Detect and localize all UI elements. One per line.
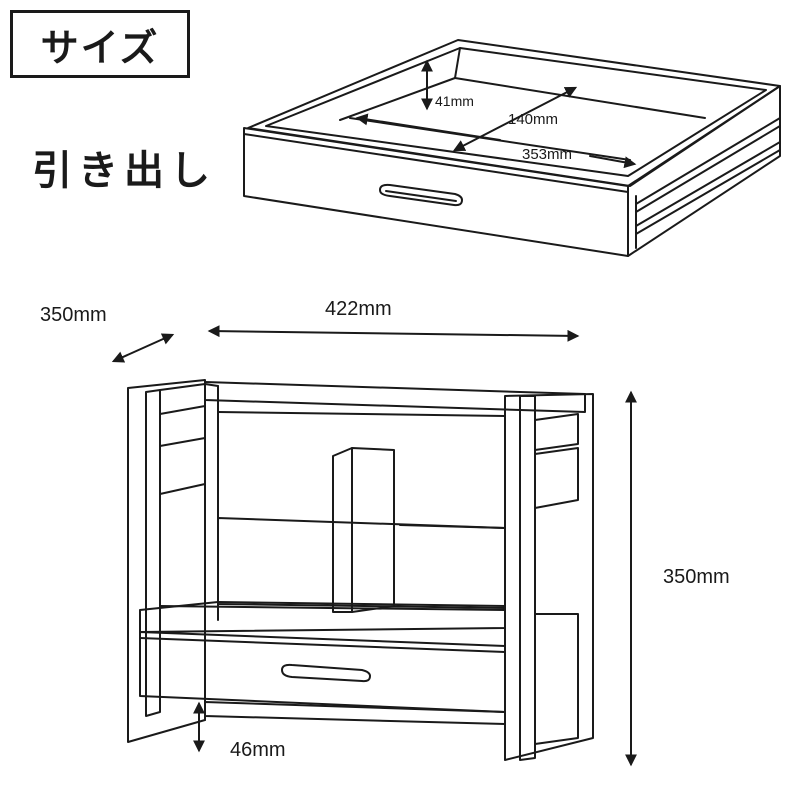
shelf-back-board-top [399, 524, 506, 529]
shelf-left-post [145, 389, 161, 717]
drawer-rail-bottom [635, 141, 781, 227]
shelf-divider [332, 447, 395, 613]
drawer-handle-groove [385, 190, 457, 202]
shelf-right-slat-1 [534, 413, 579, 451]
shelf-width-arrow [207, 325, 580, 342]
drawer-width-arrow-left [355, 113, 501, 141]
shelf-right-lower-panel [534, 613, 579, 745]
shelf-dimension-arrows [111, 325, 637, 767]
drawer-width-arrow-right [589, 155, 637, 169]
shelf-height-label: 350mm [663, 566, 730, 588]
shelf-drawer-handle [281, 663, 371, 683]
shelf-surface [139, 601, 506, 633]
drawer-height-label: 41mm [435, 93, 474, 109]
drawer-section-label: 引き出し [32, 148, 216, 194]
drawer-depth-arrow [452, 86, 578, 152]
drawer-depth-label: 140mm [508, 111, 558, 128]
shelf-back-top-line [217, 411, 506, 417]
drawer-rail-top-2 [635, 125, 781, 213]
drawer-back-bottom [454, 77, 706, 119]
shelf-right-side-outer [504, 393, 594, 761]
shelf-left-slat-1 [159, 383, 206, 415]
drawer-illustration [243, 39, 781, 257]
shelf-left-top-join [204, 383, 219, 387]
shelf-right-slat-2 [534, 447, 579, 509]
drawer-width-label: 353mm [522, 146, 572, 163]
shelf-right-post [519, 395, 536, 761]
shelf-lower-back-board [217, 517, 506, 609]
shelf-depth-label: 350mm [40, 304, 107, 326]
shelf-drawer-top-line [139, 637, 506, 653]
drawer-rail-top [635, 117, 781, 205]
drawer-handle [379, 183, 463, 207]
shelf-depth-arrow [111, 333, 175, 363]
shelf-bottom-rail [204, 701, 506, 725]
shelf-clearance-label: 46mm [230, 739, 286, 761]
shelf-left-slat-2 [159, 437, 206, 495]
drawer-left-bottom [339, 77, 456, 121]
drawer-dimension-arrows [355, 59, 637, 169]
drawer-inner-rim [265, 47, 767, 177]
title-text: サイズ [40, 25, 160, 70]
drawer-front-top-edge [243, 133, 629, 193]
drawer-rail-bottom-2 [635, 149, 781, 235]
title-box: サイズ [10, 10, 190, 78]
shelf-illustration [127, 379, 594, 761]
drawer-side-wall [627, 85, 781, 257]
drawer-back-corner [454, 47, 461, 79]
shelf-width-label: 422mm [325, 298, 392, 320]
